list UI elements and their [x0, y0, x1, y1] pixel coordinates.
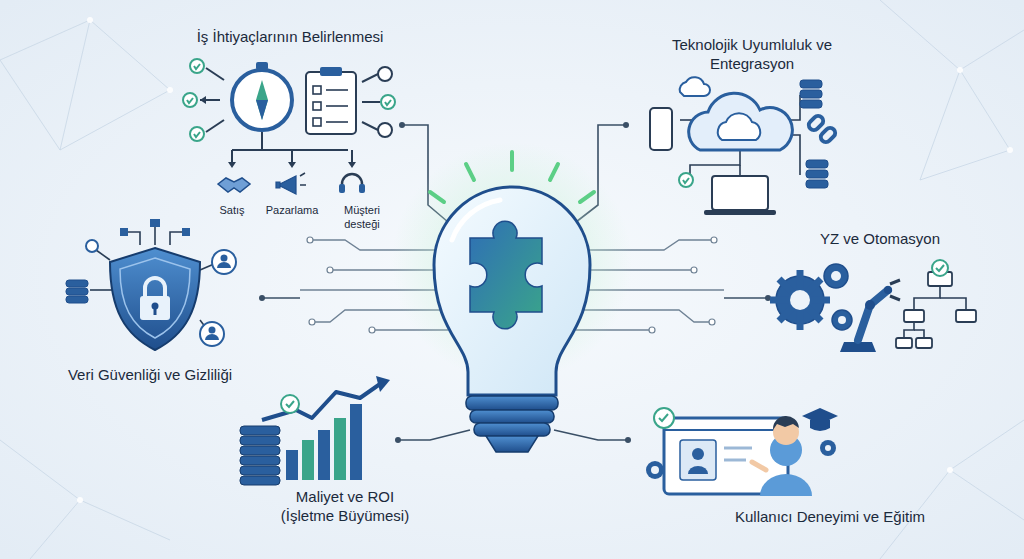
topic-heading: Teknolojik Uyumluluk ve Entegrasyon	[652, 36, 852, 74]
topic-heading: Kullanıcı Deneyimi ve Eğitim	[690, 508, 970, 527]
topic-heading: İş İhtiyaçlarının Belirlenmesi	[130, 28, 450, 47]
sub-label: Pazarlama	[252, 204, 332, 218]
topic-heading: Maliyet ve ROI (İşletme Büyümesi)	[270, 488, 420, 526]
sub-label: Müşteri desteği	[332, 204, 392, 232]
topic-heading: Veri Güvenliği ve Gizliliği	[25, 366, 275, 385]
sub-label: Satış	[202, 204, 262, 218]
topic-heading: YZ ve Otomasyon	[780, 230, 980, 249]
